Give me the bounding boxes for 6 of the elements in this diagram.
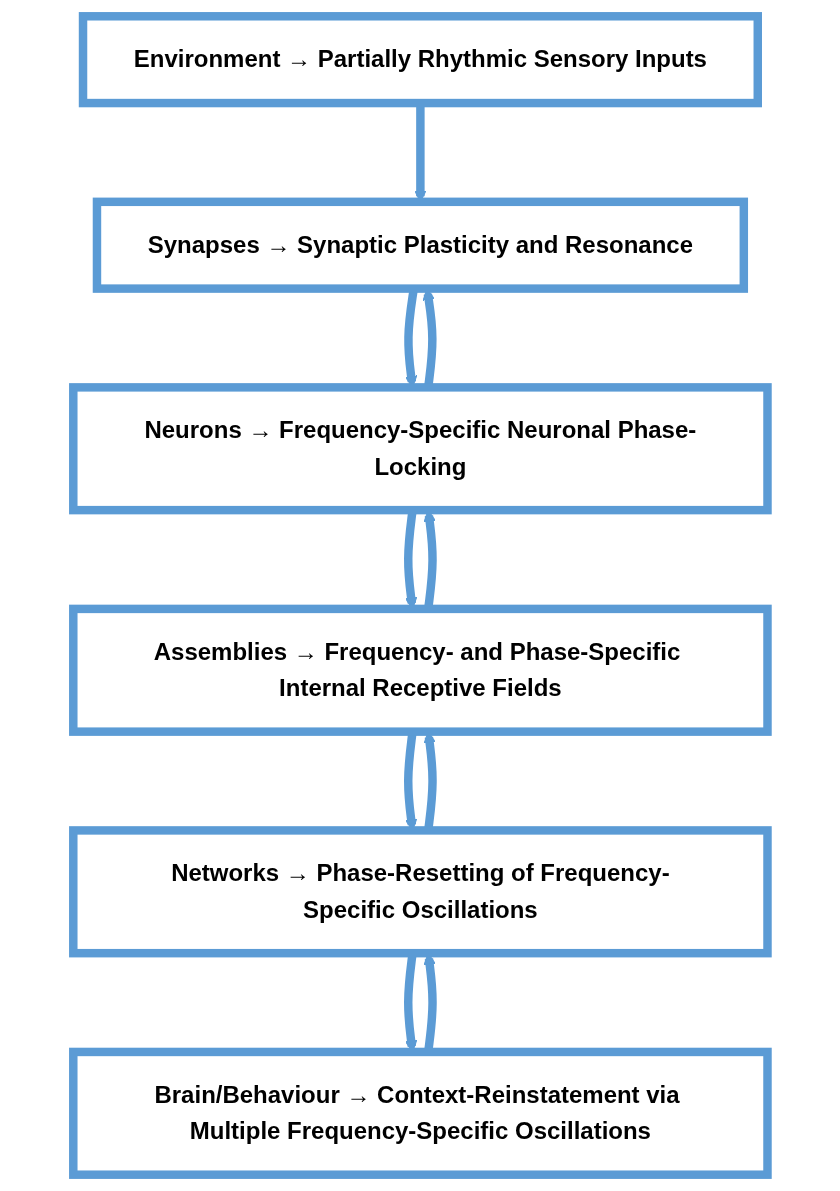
node-box: Networks → Phase-Resetting of Frequency-Specific Oscillations xyxy=(68,826,772,958)
node-box: Assemblies → Frequency- and Phase-Specific Internal Receptive Fields xyxy=(68,604,772,736)
node-box: Synapses → Synaptic Plasticity and Resonance xyxy=(92,197,748,293)
node-box: Neurons → Frequency-Specific Neuronal Phase-Locking xyxy=(68,383,772,515)
node-box: Environment → Partially Rhythmic Sensory Inputs xyxy=(78,12,762,108)
node-box: Brain/Behaviour → Context-Reinstatement via Multiple Frequency-Specific Oscillations xyxy=(68,1047,772,1179)
